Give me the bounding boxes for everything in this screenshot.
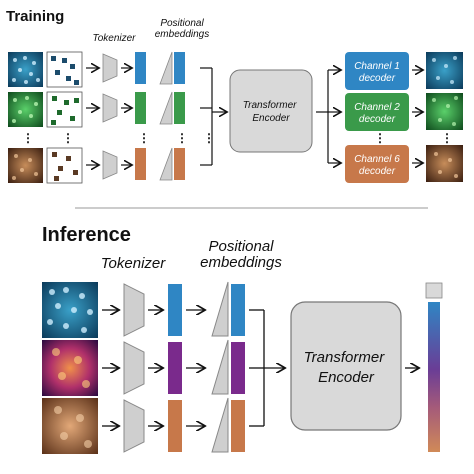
training-output-images (426, 52, 463, 182)
inference-pos-2 (211, 339, 229, 395)
training-input-images (8, 52, 43, 183)
training-connector-in (200, 67, 226, 166)
training-masked-ellipsis: ⋮ (62, 131, 74, 145)
training-arrows-to-tokenizer (86, 68, 98, 165)
training-positional-label: Positional embeddings (154, 18, 210, 40)
training-connector-ellipsis: ⋮ (203, 131, 215, 145)
training-pos-3 (159, 147, 173, 181)
training-encoder (229, 69, 313, 153)
training-tokenizer-2 (102, 93, 118, 123)
decoder-ellipsis: ⋮ (374, 131, 386, 145)
training-output-ellipsis: ⋮ (441, 131, 453, 145)
inference-tokenizer-3 (123, 399, 145, 453)
training-tokenizers (102, 53, 118, 180)
inference-encoder (290, 301, 402, 431)
training-connector-out (316, 70, 340, 163)
training-title: Training (6, 8, 65, 25)
training-output-blue (426, 52, 463, 89)
training-masked-images (46, 51, 83, 184)
inference-output-embedding (428, 302, 440, 452)
inference-input-images (42, 282, 98, 454)
training-encoder-line-1: Transformer (243, 100, 297, 111)
training-pos-2 (159, 91, 173, 125)
training-token-green (135, 92, 146, 124)
training-token-orange (135, 148, 146, 180)
training-tokenizer-3 (102, 150, 118, 180)
decoder-channel-2 (345, 93, 409, 131)
inference-pos-1 (211, 281, 229, 337)
training-encoder-line-2: Encoder (252, 113, 290, 124)
training-encoder-label: Transformer Encoder (243, 100, 300, 124)
decoder-channel-6 (345, 145, 409, 183)
training-token-blue (135, 52, 146, 84)
inference-tokenizers (123, 283, 145, 453)
inference-cls-token (425, 282, 443, 299)
inference-positional-label: Positional embeddings (200, 238, 282, 271)
training-decoders (345, 52, 409, 183)
inference-input-magma (42, 340, 98, 396)
training-pos-tokens (174, 52, 185, 180)
training-pos-1 (159, 51, 173, 85)
inference-connector-in (249, 309, 284, 427)
inference-tokens (168, 284, 182, 452)
training-arrows-to-output (412, 70, 422, 163)
training-token-ellipsis: ⋮ (138, 131, 150, 145)
decoder-channel-1 (345, 52, 409, 90)
inference-pos-tokens (231, 284, 245, 452)
inference-token-purple (168, 342, 182, 394)
training-arrows-to-tokens (121, 68, 131, 165)
inference-pos-3 (211, 397, 229, 453)
inference-encoder-label: Transformer Encoder (304, 349, 389, 386)
training-tokens (135, 52, 146, 180)
inference-arrows-to-tokens (148, 310, 162, 426)
training-tokenizer-1 (102, 53, 118, 83)
training-tokenizer-label: Tokenizer (92, 33, 136, 44)
inference-tokenizer-1 (123, 283, 145, 337)
inference-tokenizer-label: Tokenizer (100, 255, 166, 272)
training-pos-ellipsis: ⋮ (176, 131, 188, 145)
inference-arrows-to-positional (186, 310, 204, 426)
inference-token-orange (168, 400, 182, 452)
training-positional (159, 51, 173, 181)
inference-token-blue (168, 284, 182, 336)
training-input-ellipsis: ⋮ (22, 131, 34, 145)
inference-arrows-to-tokenizer (102, 310, 118, 426)
inference-title: Inference (42, 224, 131, 246)
inference-positional (211, 281, 229, 453)
inference-tokenizer-2 (123, 341, 145, 395)
